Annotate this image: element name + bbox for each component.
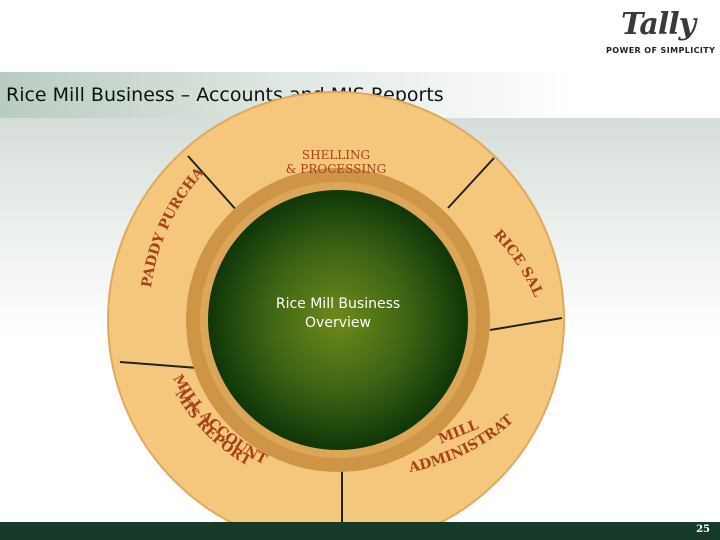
divider-top-right bbox=[447, 157, 495, 209]
divider-left bbox=[119, 361, 199, 369]
divider-top-left bbox=[187, 155, 239, 213]
page-number: 25 bbox=[696, 524, 710, 535]
segment-top-line2: & PROCESSING bbox=[286, 162, 386, 176]
logo-tagline: POWER OF SIMPLICITY bbox=[606, 46, 716, 55]
logo-wordmark: Tally bbox=[620, 7, 696, 42]
center-label-line2: Overview bbox=[305, 315, 371, 331]
segment-top-line1: SHELLING bbox=[302, 148, 370, 162]
center-label-line1: Rice Mill Business bbox=[276, 296, 400, 312]
footer-bar: 25 bbox=[0, 522, 720, 540]
divider-right bbox=[489, 317, 563, 331]
center-circle bbox=[208, 190, 468, 450]
tally-logo: Tally POWER OF SIMPLICITY bbox=[606, 7, 716, 56]
